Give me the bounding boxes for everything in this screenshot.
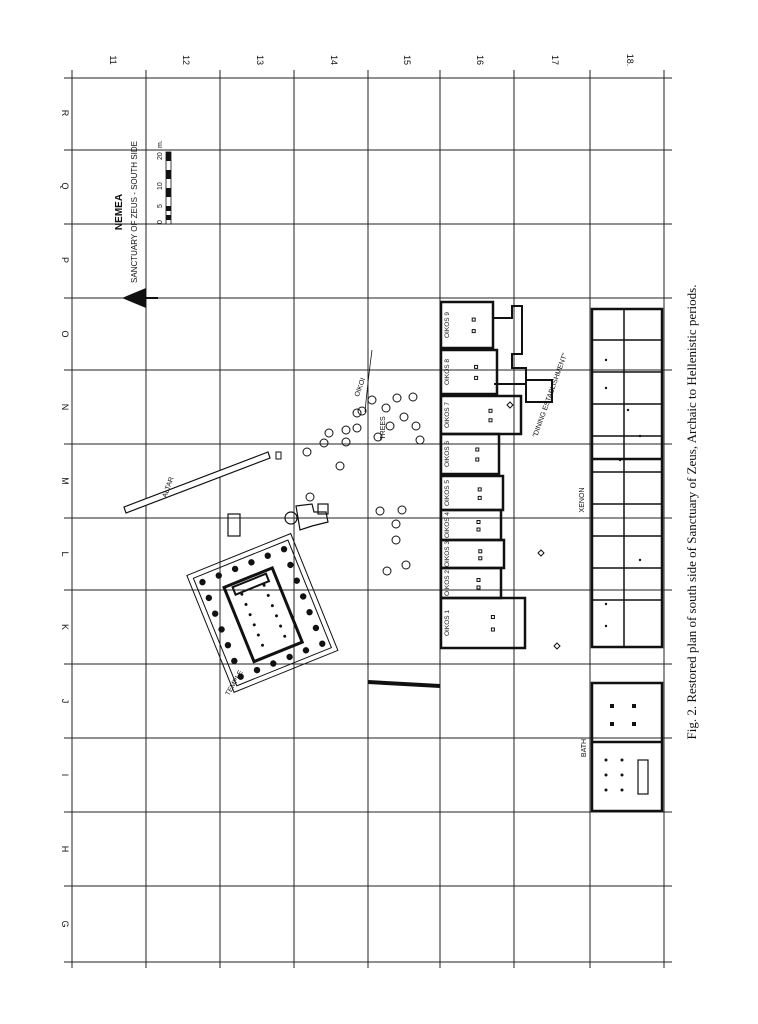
xenon-label: XENON (579, 488, 586, 513)
scale-tick-10: 10 (157, 182, 164, 190)
grid-letter-10: I (60, 774, 70, 777)
oikos-label-1: OIKOS 1 (444, 610, 451, 636)
grid-number-6: 16 (475, 55, 485, 65)
scattered-markers (506, 401, 561, 650)
oikoi-label: OIKOI (354, 377, 367, 398)
grid-letter-12: G (60, 920, 70, 927)
scale-tick-0: 0 (157, 220, 164, 224)
figure-caption: Fig. 2. Restored plan of south side of S… (684, 285, 699, 740)
grid-lines (64, 70, 672, 968)
oikos-label-8: OIKOS 8 (444, 359, 451, 385)
grid-number-2: 12 (181, 55, 191, 65)
grid-number-1: 11 (108, 55, 118, 64)
oikos-label-5: OIKOS 5 (444, 480, 451, 506)
plan-title: NEMEA (114, 194, 125, 230)
oikos-label-3: OIKOS 3 (444, 541, 451, 567)
scale-tick-20: 20 (157, 152, 164, 160)
grid-letter-8: K (60, 624, 70, 630)
grid-letter-1: R (60, 110, 70, 117)
grid-letter-9: J (60, 699, 70, 704)
grid-number-8: 18. (625, 54, 635, 67)
scale-tick-5: 5 (157, 204, 164, 208)
grid-number-5: 15 (402, 55, 412, 65)
oikos-label-4: OIKOS 4 (444, 512, 451, 538)
grid-letter-11: H (60, 846, 70, 853)
oikos-label-9: OIKOS 9 (444, 312, 451, 338)
oikos-labels: OIKOS 1 OIKOS 2 OIKOS 3 OIKOS 4 OIKOS 5 OIKOS… (444, 312, 451, 636)
oikos-1 (439, 596, 527, 650)
grid-number-labels: 11 12 13 14 15 16 17 18. (108, 54, 635, 67)
oikoi-leader-line (364, 349, 373, 413)
bath-piers (604, 704, 636, 792)
temple (186, 532, 339, 693)
plan-subtitle: SANCTUARY OF ZEUS - SOUTH SIDE (130, 141, 139, 283)
oikos-8 (439, 348, 499, 396)
oikos-label-2: OIKOS 2 (444, 570, 451, 596)
temple-label: TEMPLE (225, 669, 245, 697)
scale-bar: 0 5 10 20 m. (157, 140, 172, 225)
grid-letter-4: O (60, 330, 70, 337)
oikos-label-6: OIKOS 6 (444, 441, 451, 467)
oikoi-row (439, 300, 527, 650)
trees-label: TREES (380, 416, 387, 440)
oikos-5 (439, 474, 505, 512)
grid-number-7: 17 (550, 55, 560, 65)
grid-number-4: 14 (329, 55, 339, 65)
north-arrow-icon (122, 288, 158, 308)
grid-letter-labels: R Q P O N M L K J I H G (60, 110, 70, 928)
grid-letter-3: P (60, 257, 70, 263)
bath (590, 681, 664, 813)
xenon (590, 307, 664, 649)
oikos-label-7: OIKOS 7 (444, 402, 451, 428)
grid-number-3: 13 (255, 55, 265, 65)
grid-letter-5: N (60, 404, 70, 411)
oikos-9 (439, 300, 495, 350)
grid-letter-2: Q (60, 182, 70, 189)
oikos-7 (439, 394, 523, 436)
bath-label: BATH (581, 739, 588, 757)
wall-segment (368, 680, 440, 688)
altar: ALTAR (123, 451, 282, 514)
grid-letter-7: L (60, 551, 70, 556)
title-block: NEMEA SANCTUARY OF ZEUS - SOUTH SIDE (114, 141, 139, 283)
grid-letter-6: M (60, 477, 70, 485)
dining-establishment (494, 305, 553, 403)
trees (302, 392, 425, 576)
dining-label: "DINING ESTABLISHMENT" (532, 352, 569, 439)
scale-unit: m. (157, 140, 164, 148)
temple-side-structures (227, 503, 329, 537)
